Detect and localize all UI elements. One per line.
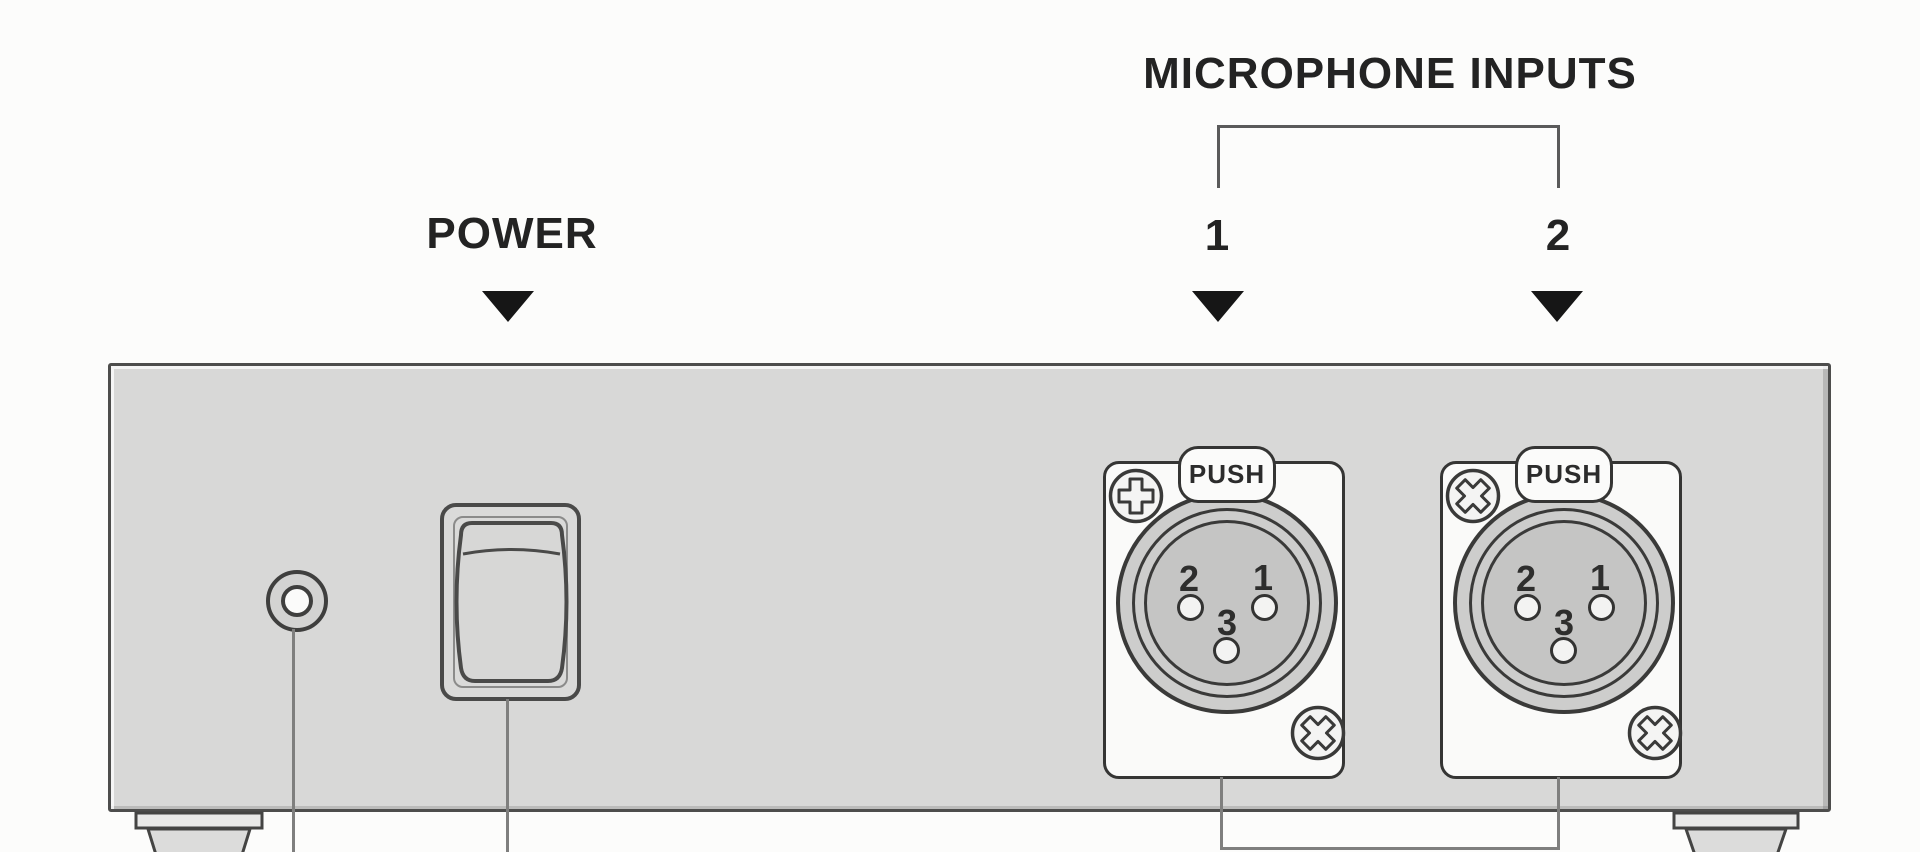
chassis-foot bbox=[1672, 811, 1800, 852]
push-latch-button: PUSH bbox=[1178, 446, 1276, 503]
input-1-label: 1 bbox=[1204, 211, 1230, 260]
xlr-pin-3 bbox=[1550, 637, 1577, 664]
pin-2-label: 2 bbox=[1515, 558, 1537, 599]
pin-2-label: 2 bbox=[1178, 558, 1200, 599]
down-arrow-icon bbox=[482, 291, 534, 322]
pin-3-label: 3 bbox=[1216, 602, 1238, 643]
power-switch bbox=[440, 503, 581, 701]
pin-1-label: 1 bbox=[1589, 557, 1611, 598]
xlr-pin-1 bbox=[1588, 594, 1615, 621]
xlr-pin-3 bbox=[1213, 637, 1240, 664]
power-leader-line bbox=[506, 699, 509, 852]
pin-3-label: 3 bbox=[1553, 602, 1575, 643]
down-arrow-icon bbox=[1192, 291, 1244, 322]
xlr-ring bbox=[1132, 508, 1322, 698]
xlr-barrel bbox=[1453, 492, 1675, 714]
chassis-foot bbox=[134, 811, 264, 852]
microphone-inputs-label: MICROPHONE INPUTS bbox=[1143, 49, 1637, 98]
screw-icon bbox=[1627, 705, 1683, 761]
push-latch-button: PUSH bbox=[1515, 446, 1613, 503]
xlr-pin-2 bbox=[1177, 594, 1204, 621]
mic-inputs-bracket-line bbox=[1217, 125, 1560, 128]
screw-icon bbox=[1108, 468, 1164, 524]
mic2-leader-line bbox=[1557, 777, 1560, 850]
mic-inputs-bracket-right bbox=[1557, 125, 1560, 188]
xlr-barrel bbox=[1116, 492, 1338, 714]
mic-input-2-connector: PUSH 2 1 3 bbox=[1440, 446, 1683, 779]
xlr-ring bbox=[1469, 508, 1659, 698]
pin-1-label: 1 bbox=[1252, 557, 1274, 598]
power-rocker bbox=[454, 521, 569, 683]
jack-leader-line bbox=[292, 629, 295, 852]
screw-icon bbox=[1445, 468, 1501, 524]
rear-panel: PUSH 2 1 3 PUSH bbox=[108, 363, 1831, 812]
mic-inputs-bracket-left bbox=[1217, 125, 1220, 188]
jack-hole bbox=[281, 585, 313, 617]
jack-connector bbox=[266, 570, 328, 632]
screw-icon bbox=[1290, 705, 1346, 761]
xlr-pin-2 bbox=[1514, 594, 1541, 621]
xlr-pin-1 bbox=[1251, 594, 1278, 621]
input-2-label: 2 bbox=[1545, 211, 1571, 260]
down-arrow-icon bbox=[1531, 291, 1583, 322]
mic-input-1-connector: PUSH 2 1 3 bbox=[1103, 446, 1346, 779]
mic1-leader-line bbox=[1220, 777, 1223, 850]
power-label: POWER bbox=[426, 209, 598, 258]
mic-leaders-join-line bbox=[1220, 847, 1560, 850]
